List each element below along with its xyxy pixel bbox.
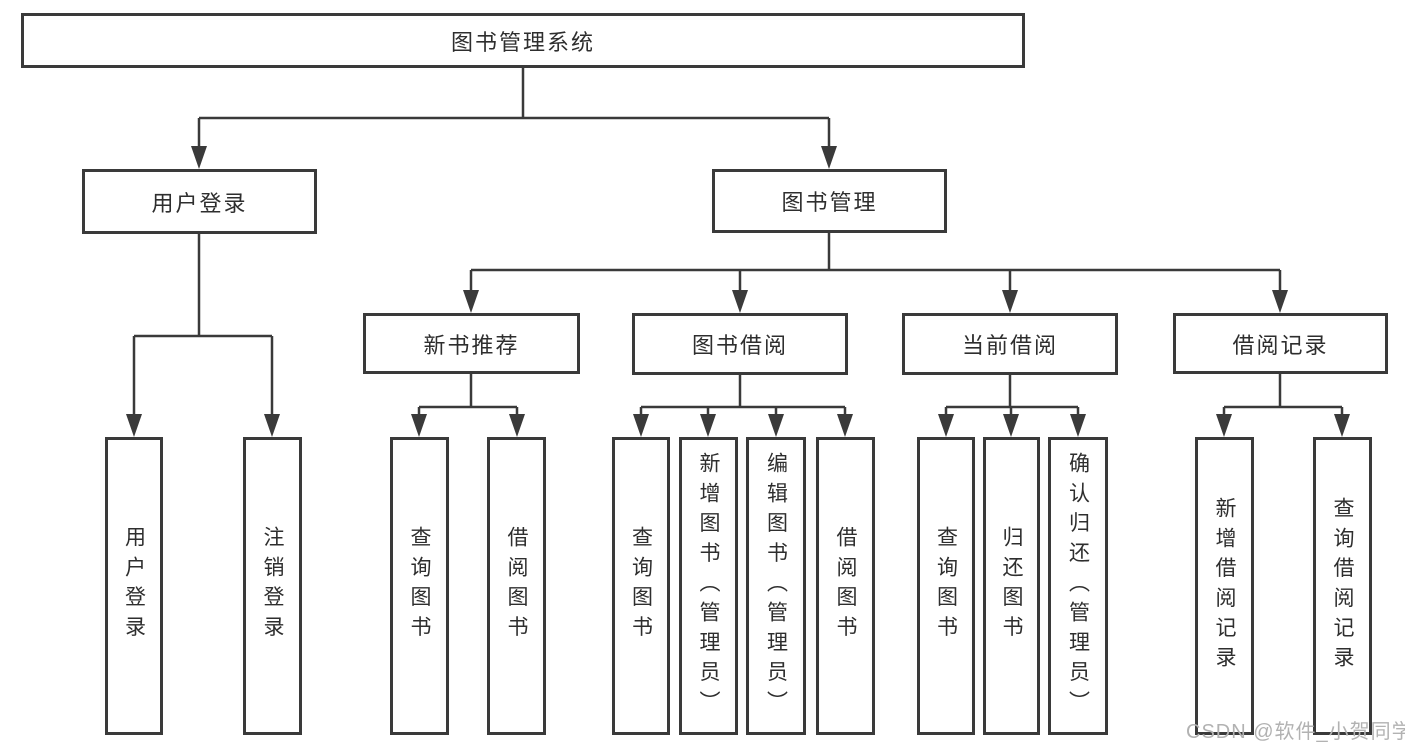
leaf-borrow-edit-books: 编辑图书（管理员） (746, 437, 806, 735)
leaf-current-return-books: 归还图书 (983, 437, 1040, 735)
leaf-recommend-borrow-books: 借阅图书 (487, 437, 546, 735)
leaf-borrow-borrow-books: 借阅图书 (816, 437, 875, 735)
leaf-recommend-query-books-label: 查询图书 (408, 526, 431, 646)
node-root-label: 图书管理系统 (450, 29, 595, 55)
node-book-management-label: 图书管理 (781, 190, 878, 215)
node-new-book-recommend: 新书推荐 (363, 313, 580, 374)
leaf-borrow-add-books: 新增图书（管理员） (679, 437, 738, 735)
leaf-current-query-books-label: 查询图书 (934, 526, 958, 646)
leaf-logout-login: 注销登录 (243, 437, 302, 735)
leaf-add-borrow-record: 新增借阅记录 (1195, 437, 1254, 735)
csdn-watermark: CSDN @软件_小贺同学 (1186, 721, 1405, 743)
leaf-current-confirm-return: 确认归还（管理员） (1048, 437, 1108, 735)
node-borrow-records-label: 借阅记录 (1232, 332, 1329, 358)
node-book-management: 图书管理 (712, 169, 947, 233)
leaf-recommend-borrow-books-label: 借阅图书 (505, 526, 528, 646)
leaf-logout-login-label: 注销登录 (261, 526, 284, 646)
node-book-borrow-label: 图书借阅 (691, 333, 788, 358)
leaf-query-borrow-record: 查询借阅记录 (1313, 437, 1372, 735)
node-current-borrow-label: 当前借阅 (961, 333, 1058, 358)
leaf-recommend-query-books: 查询图书 (390, 437, 449, 735)
leaf-borrow-edit-books-label: 编辑图书（管理员） (764, 451, 788, 721)
leaf-add-borrow-record-label: 新增借阅记录 (1213, 496, 1236, 676)
node-current-borrow: 当前借阅 (902, 313, 1118, 375)
leaf-current-query-books: 查询图书 (917, 437, 975, 735)
node-user-login: 用户登录 (82, 169, 317, 234)
leaf-query-borrow-record-label: 查询借阅记录 (1331, 496, 1354, 676)
leaf-borrow-query-books: 查询图书 (612, 437, 670, 735)
leaf-current-return-books-label: 归还图书 (1000, 526, 1023, 646)
leaf-user-login-label: 用户登录 (122, 526, 146, 646)
node-new-book-recommend-label: 新书推荐 (423, 332, 520, 358)
node-book-borrow: 图书借阅 (632, 313, 848, 375)
node-user-login-label: 用户登录 (151, 190, 248, 216)
leaf-borrow-query-books-label: 查询图书 (629, 526, 653, 646)
leaf-borrow-borrow-books-label: 借阅图书 (834, 526, 857, 646)
arrowheads (126, 146, 1350, 437)
node-root: 图书管理系统 (21, 13, 1025, 68)
leaf-current-confirm-return-label: 确认归还（管理员） (1066, 451, 1090, 721)
leaf-borrow-add-books-label: 新增图书（管理员） (697, 451, 720, 721)
leaf-user-login: 用户登录 (105, 437, 163, 735)
node-borrow-records: 借阅记录 (1173, 313, 1388, 374)
